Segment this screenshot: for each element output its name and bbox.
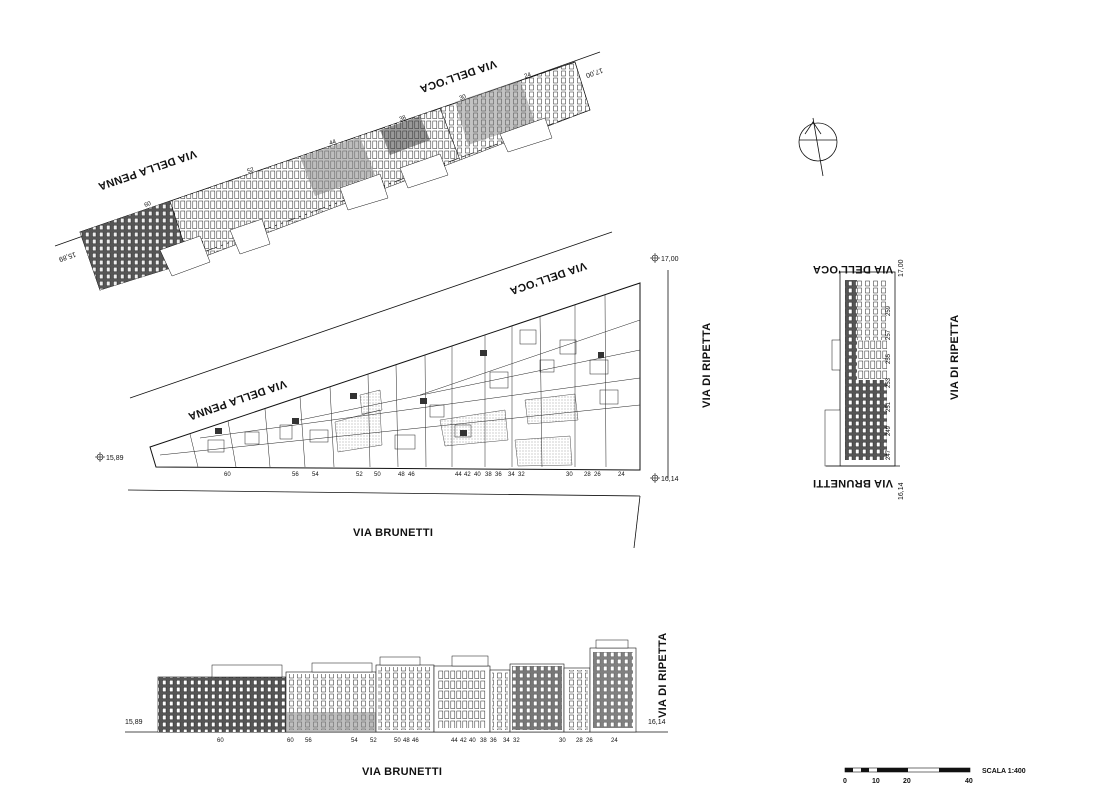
svg-text:44: 44 <box>329 139 338 147</box>
plan-num: 28 <box>584 472 591 478</box>
scale-title: SCALA 1:400 <box>982 768 1026 775</box>
plan-triangle <box>95 231 669 549</box>
side-num: 247 <box>886 449 892 460</box>
bottom-num: 38 <box>480 738 487 744</box>
side-num: 249 <box>886 425 892 436</box>
elevation-ripetta <box>824 271 900 467</box>
svg-text:30: 30 <box>459 94 468 102</box>
bottom-num: 54 <box>351 738 358 744</box>
bottom-num: 40 <box>469 738 476 744</box>
side-num: 257 <box>886 329 892 340</box>
level-side-top: 17,00 <box>898 259 905 277</box>
label-ripetta-plan: VIA DI RIPETTA <box>701 323 713 408</box>
level-bottom-east: 16,14 <box>648 719 666 726</box>
level-plan-west: 15,89 <box>106 455 124 462</box>
plan-num: 44 <box>455 472 462 478</box>
north-arrow-icon <box>798 117 838 177</box>
bottom-num: 44 <box>451 738 458 744</box>
plan-num: 24 <box>618 472 625 478</box>
plan-num: 30 <box>566 472 573 478</box>
level-plan-east-bottom: 16,14 <box>661 476 679 483</box>
scale-tick-10: 10 <box>872 778 880 785</box>
plan-num: 40 <box>474 472 481 478</box>
label-oca-top: VIA DELL'OCA <box>418 57 498 95</box>
plan-num: 32 <box>518 472 525 478</box>
level-plan-east-top: 17,00 <box>661 256 679 263</box>
bottom-num: 52 <box>370 738 377 744</box>
svg-text:38: 38 <box>399 115 408 123</box>
bottom-num: 56 <box>305 738 312 744</box>
plan-num: 42 <box>464 472 471 478</box>
bottom-num: 24 <box>611 738 618 744</box>
svg-text:60: 60 <box>144 201 153 209</box>
plan-num: 36 <box>495 472 502 478</box>
elevation-brunetti <box>125 639 668 733</box>
elevation-penna-oca: 60 52 44 38 30 24 <box>54 51 601 291</box>
plan-num: 54 <box>312 472 319 478</box>
level-top-west: 15,89 <box>58 250 77 262</box>
bottom-house-numbers: 60 60 56 54 52 50 48 46 44 42 40 38 36 3… <box>217 738 618 744</box>
label-brunetti-plan: VIA BRUNETTI <box>353 527 433 539</box>
bottom-num: 48 <box>403 738 410 744</box>
bottom-num: 36 <box>490 738 497 744</box>
label-oca-plan: VIA DELL'OCA <box>508 259 588 297</box>
bottom-num: 34 <box>503 738 510 744</box>
plan-num: 38 <box>485 472 492 478</box>
plan-house-numbers: 60 56 54 52 50 48 46 44 42 40 38 36 34 3… <box>224 472 625 478</box>
side-house-numbers: 247 249 251 253 255 257 259 <box>886 305 892 460</box>
scale-tick-40: 40 <box>965 778 973 785</box>
plan-num: 52 <box>356 472 363 478</box>
plan-num: 48 <box>398 472 405 478</box>
bottom-num: 32 <box>513 738 520 744</box>
plan-num: 60 <box>224 472 231 478</box>
bottom-num: 28 <box>576 738 583 744</box>
scale-tick-0: 0 <box>843 778 847 785</box>
side-num: 251 <box>886 401 892 412</box>
bottom-num: 26 <box>586 738 593 744</box>
plan-num: 46 <box>408 472 415 478</box>
bottom-num: 60 <box>217 738 224 744</box>
label-ripetta-bottom: VIA DI RIPETTA <box>657 633 669 718</box>
svg-text:52: 52 <box>247 167 256 175</box>
side-num: 259 <box>886 305 892 316</box>
scale-tick-20: 20 <box>903 778 911 785</box>
bottom-num: 42 <box>460 738 467 744</box>
level-bottom-west: 15,89 <box>125 719 143 726</box>
plan-num: 34 <box>508 472 515 478</box>
svg-text:24: 24 <box>524 72 533 80</box>
bottom-num: 30 <box>559 738 566 744</box>
label-brunetti-bottom: VIA BRUNETTI <box>362 766 442 778</box>
scale-bar <box>844 767 971 773</box>
level-top-east: 17,00 <box>585 66 604 78</box>
bottom-num: 50 <box>394 738 401 744</box>
plan-num: 56 <box>292 472 299 478</box>
plan-num: 26 <box>594 472 601 478</box>
bottom-num: 46 <box>412 738 419 744</box>
side-num: 255 <box>886 353 892 364</box>
label-brunetti-side: VIA BRUNETTI <box>813 477 893 489</box>
bottom-num: 60 <box>287 738 294 744</box>
label-oca-side: VIA DELL'OCA <box>813 263 893 275</box>
label-ripetta-side: VIA DI RIPETTA <box>949 315 961 400</box>
level-side-bottom: 16,14 <box>898 482 905 500</box>
label-penna-top: VIA DELLA PENNA <box>96 147 198 192</box>
side-num: 253 <box>886 377 892 388</box>
plan-num: 50 <box>374 472 381 478</box>
